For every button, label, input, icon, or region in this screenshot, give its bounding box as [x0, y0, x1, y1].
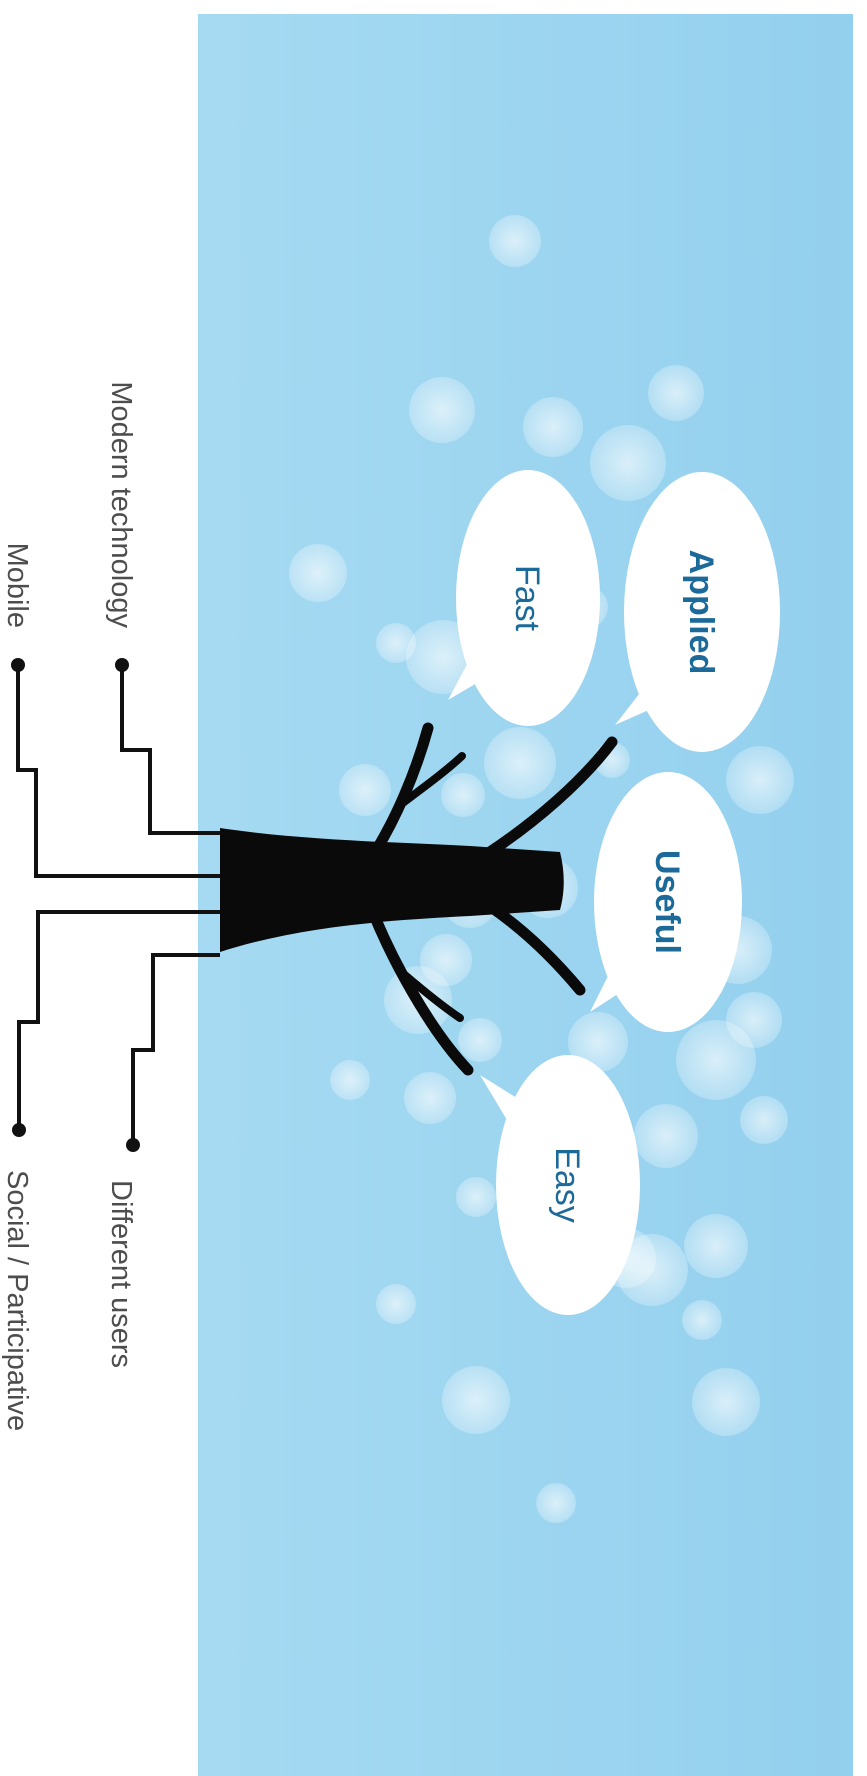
tree-trunk: [220, 828, 564, 952]
bokeh-circle: [634, 1104, 698, 1168]
bubble-label-easy: Easy: [548, 1147, 586, 1223]
tree-branches: [366, 722, 618, 1076]
branch-upper-short: [369, 722, 434, 858]
bubble-applied: [615, 472, 780, 752]
root-dot-social-participative: [12, 1123, 26, 1137]
bokeh-circle: [726, 746, 794, 814]
bubble-label-applied: Applied: [682, 550, 720, 675]
root-dot-mobile: [11, 658, 25, 672]
bokeh-circle: [536, 1483, 576, 1523]
bokeh-circle: [339, 764, 391, 816]
bubble-fast: [448, 470, 600, 726]
bokeh-circle: [616, 1234, 688, 1306]
root-end-dots: [11, 658, 140, 1152]
bokeh-circle: [456, 1177, 496, 1217]
bokeh-circle: [682, 1300, 722, 1340]
bokeh-circle: [441, 773, 485, 817]
root-label-social-participative: Social / Participative: [1, 1170, 33, 1431]
bubble-label-fast: Fast: [508, 565, 546, 632]
branch-lower-long: [482, 899, 586, 996]
bokeh-circle: [648, 365, 704, 421]
bokeh-circle: [740, 1096, 788, 1144]
bokeh-circle: [484, 727, 556, 799]
branch-lower-short: [366, 904, 474, 1076]
bubble-labels: Applied Fast Useful Easy: [508, 550, 720, 1223]
bubble-useful: [590, 772, 742, 1032]
bokeh-circle: [590, 425, 666, 501]
branch-lower-twig: [401, 971, 464, 1022]
bokeh-circle: [568, 1012, 628, 1072]
bubble-label-useful: Useful: [648, 850, 686, 954]
bokeh-circle: [489, 215, 541, 267]
bokeh-circle: [289, 544, 347, 602]
bubble-easy: [480, 1055, 640, 1315]
bokeh-circle: [376, 623, 416, 663]
speech-bubbles: [448, 470, 780, 1315]
root-label-modern-technology: Modern technology: [105, 381, 137, 628]
bokeh-circle: [442, 1366, 510, 1434]
branch-upper-twig: [396, 752, 466, 809]
root-lines: [16, 665, 220, 1145]
root-label-mobile: Mobile: [1, 543, 33, 628]
bokeh-circle: [523, 397, 583, 457]
root-line-modern-technology: [120, 665, 220, 835]
bokeh-circle: [404, 1072, 456, 1124]
branch-upper-long: [484, 736, 618, 858]
bokeh-circle: [458, 1018, 502, 1062]
root-dot-different-users: [126, 1138, 140, 1152]
bokeh-circle: [409, 377, 475, 443]
bokeh-circle: [330, 1060, 370, 1100]
bokeh-circle: [676, 1020, 756, 1100]
bokeh-circle: [684, 1214, 748, 1278]
root-label-different-users: Different users: [105, 1180, 137, 1368]
root-dot-modern-technology: [115, 658, 129, 672]
root-line-different-users: [131, 953, 220, 1145]
root-line-social-participative: [17, 910, 220, 1130]
root-labels: Modern technology Mobile Different users…: [1, 381, 137, 1431]
bokeh-circle: [692, 1368, 760, 1436]
root-line-mobile: [16, 665, 220, 878]
bokeh-circle: [376, 1284, 416, 1324]
